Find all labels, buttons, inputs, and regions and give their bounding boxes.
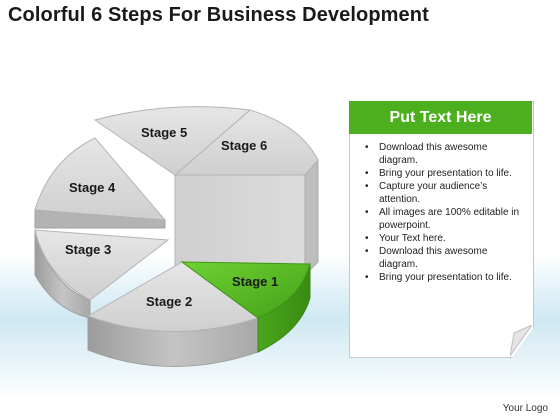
list-item: Download this awesome diagram. bbox=[365, 141, 525, 167]
panel-bullet-list: Download this awesome diagram. Bring you… bbox=[365, 141, 525, 284]
stage-3-segment bbox=[34, 229, 170, 319]
stage-1-segment bbox=[180, 261, 311, 353]
list-item: Capture your audience’s attention. bbox=[365, 180, 525, 206]
page-title: Colorful 6 Steps For Business Developmen… bbox=[8, 4, 429, 26]
stage-2-label: Stage 2 bbox=[146, 294, 192, 309]
stage-4-label: Stage 4 bbox=[69, 180, 116, 195]
stage-5-label: Stage 5 bbox=[141, 125, 187, 140]
panel-header: Put Text Here bbox=[349, 101, 532, 134]
footer-logo: Your Logo bbox=[502, 403, 548, 414]
stage-5-segment bbox=[93, 106, 252, 176]
list-item: Your Text here. bbox=[365, 232, 525, 245]
text-panel: Put Text Here Download this awesome diag… bbox=[349, 101, 534, 358]
stage-4-segment bbox=[34, 137, 167, 229]
list-item: Bring your presentation to life. bbox=[365, 167, 525, 180]
page-curl-icon bbox=[510, 325, 532, 356]
list-item: Bring your presentation to life. bbox=[365, 271, 525, 284]
stage-6-segment bbox=[173, 109, 319, 277]
stage-1-label: Stage 1 bbox=[232, 274, 278, 289]
stage-3-label: Stage 3 bbox=[65, 242, 111, 257]
list-item: Download this awesome diagram. bbox=[365, 245, 525, 271]
stage-6-label: Stage 6 bbox=[221, 138, 267, 153]
list-item: All images are 100% editable in powerpoi… bbox=[365, 206, 525, 232]
